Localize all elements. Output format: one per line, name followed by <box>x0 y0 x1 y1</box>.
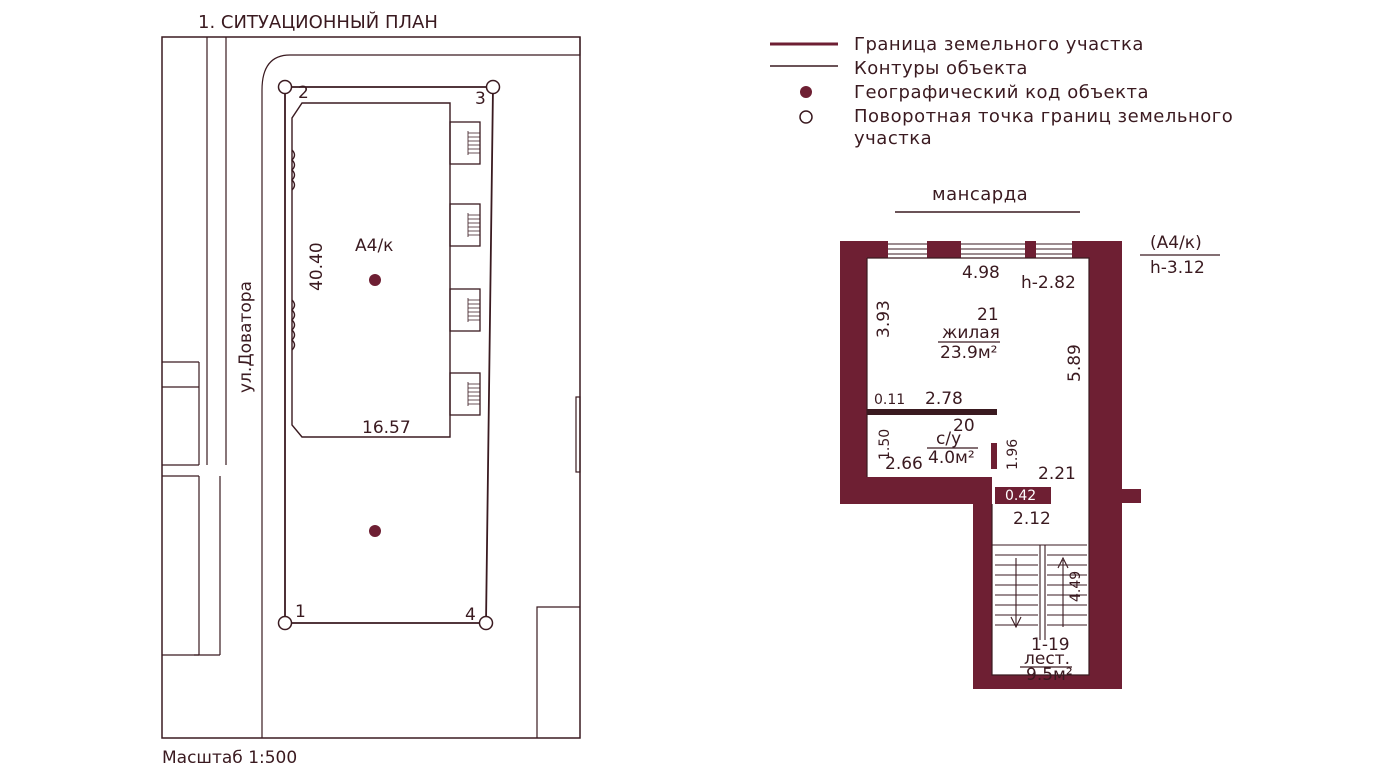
room-21-name: жилая <box>942 323 1000 343</box>
land-plot-boundary <box>284 86 494 624</box>
scale-label: Масштаб 1:500 <box>162 748 297 768</box>
dim-opening-height: 1.96 <box>1005 439 1021 470</box>
map-frame <box>161 36 581 739</box>
staircase <box>992 544 1087 640</box>
room-21-area: 23.9м² <box>940 343 998 363</box>
legend-label-geo-code: Географический код объекта <box>854 82 1149 103</box>
room-20-name: с/у <box>936 429 961 449</box>
turning-point <box>485 79 501 95</box>
room-20-number: 20 <box>953 416 975 436</box>
dim-right-height: 5.89 <box>1065 344 1085 382</box>
room-19-number: 1-19 <box>1031 635 1070 655</box>
dim-stair-width: 2.12 <box>1013 509 1051 529</box>
dim-door-width: 0.42 <box>1005 488 1036 504</box>
corner-label-2: 2 <box>298 83 309 103</box>
legend-label-turning-point-line2: участка <box>854 128 932 149</box>
building-bays <box>449 121 481 416</box>
geo-code-dot <box>369 274 381 286</box>
windows <box>888 243 1072 255</box>
building-length-dim: 40.40 <box>307 242 327 291</box>
walls <box>840 241 1141 689</box>
legend-label-boundary: Граница земельного участка <box>854 34 1144 55</box>
building-width-dim: 16.57 <box>362 418 411 438</box>
geo-code-dot <box>369 525 381 537</box>
dim-stair-length: 4.49 <box>1068 571 1084 602</box>
situational-plan: 1. СИТУАЦИОННЫЙ ПЛАН ул.Доватора <box>161 11 581 768</box>
room-height: h-2.82 <box>1021 273 1076 293</box>
fp-building-code: (А4/к) <box>1150 233 1202 253</box>
dim-partition-offset: 0.11 <box>874 392 905 408</box>
situational-plan-title: 1. СИТУАЦИОННЫЙ ПЛАН <box>198 11 438 33</box>
room-21-number: 21 <box>977 305 999 325</box>
building-contour <box>291 102 451 438</box>
dim-hall-width: 2.21 <box>1038 464 1076 484</box>
corner-label-3: 3 <box>475 89 486 109</box>
corner-label-1: 1 <box>295 602 306 622</box>
fp-building-height: h-3.12 <box>1150 258 1205 278</box>
room-20-area: 4.0м² <box>928 448 975 468</box>
corner-label-4: 4 <box>465 605 476 625</box>
bay-stairs <box>467 131 480 406</box>
legend-label-turning-point-line1: Поворотная точка границ земельного <box>854 106 1233 127</box>
dim-bath-width: 2.66 <box>885 454 923 474</box>
street-name: ул.Доватора <box>236 281 256 393</box>
legend: Граница земельного участка Контуры объек… <box>770 34 1233 149</box>
legend-open-circle-symbol <box>799 110 813 124</box>
legend-filled-dot-symbol <box>800 86 812 98</box>
dim-left-height: 3.93 <box>874 300 894 338</box>
turning-point <box>277 79 293 95</box>
dim-bath-height: 1.50 <box>877 429 893 460</box>
turning-point <box>478 615 494 631</box>
legend-label-contour: Контуры объекта <box>854 58 1028 79</box>
street-lines <box>162 37 581 738</box>
building-code-label: А4/к <box>355 236 393 256</box>
room-19-area: 9.5м² <box>1026 665 1073 685</box>
floor-plan: мансарда (А4/к) h-3.12 <box>840 184 1220 689</box>
dim-partition-length: 2.78 <box>925 389 963 409</box>
turning-point <box>277 615 293 631</box>
level-title: мансарда <box>932 184 1028 205</box>
dim-top-width: 4.98 <box>962 263 1000 283</box>
partition-wall <box>867 409 997 415</box>
door-label-box <box>1001 487 1048 504</box>
room-outline <box>866 257 1090 676</box>
room-19-name: лест. <box>1024 649 1070 669</box>
